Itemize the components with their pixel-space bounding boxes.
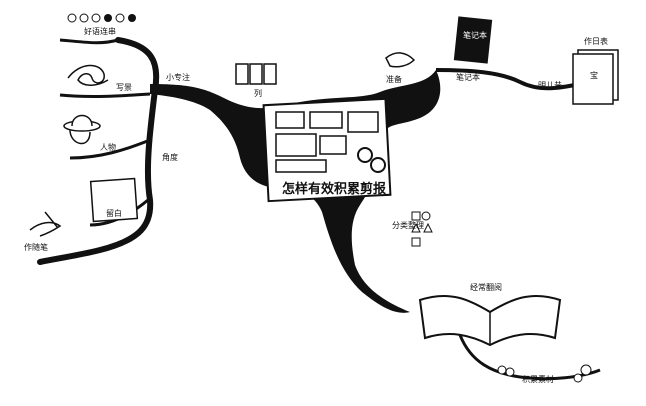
left-branch-2 (59, 38, 119, 45)
notebook-icon (453, 16, 493, 64)
notebook-cover-text: 笔记本 (463, 30, 487, 40)
label-jilei: 积累素材 (522, 374, 554, 384)
label-shubai: 留白 (106, 208, 122, 218)
label-renwu: 人物 (100, 142, 116, 152)
label-jiaodu: 角度 (162, 152, 178, 162)
open-book-icon (418, 295, 562, 347)
papers-stack-icon: 宝 (572, 49, 619, 105)
materials-icon (497, 364, 592, 383)
label-top: 好语连串 (84, 26, 116, 36)
label-xiejing: 写景 (116, 83, 132, 92)
clipping-sheet (262, 97, 392, 203)
label-lie: 列 (254, 88, 262, 98)
hands-icon (385, 52, 416, 68)
hand-pen-icon (29, 211, 62, 237)
label-fenlei: 分类整理 (392, 220, 424, 230)
books-icon (235, 63, 277, 85)
label-bijiben: 笔记本 (456, 72, 480, 82)
label-xiaozhuanzhu: 小专注 (166, 72, 190, 82)
cloud-swirl-icon (67, 64, 109, 86)
xiejing-branch (59, 92, 151, 99)
note-paper-icon (89, 177, 139, 223)
notebook-branch (435, 68, 581, 91)
sort-symbols-icon (411, 211, 433, 247)
label-zhunbei: 准备 (386, 74, 402, 84)
box-label: 宝 (590, 70, 598, 80)
renwu-branch (69, 138, 151, 160)
central-title: 怎样有效积累剪报 (282, 181, 387, 197)
person-icon (63, 114, 101, 145)
label-zuoribiao: 作日表 (584, 36, 608, 46)
label-mingxiaoban: 明儿昔 (538, 81, 562, 90)
left-branch (37, 37, 160, 265)
label-zuosuibi: 作随笔 (24, 242, 48, 252)
top-bead-row (67, 13, 136, 23)
label-jingchang: 经常翻阅 (470, 282, 502, 292)
